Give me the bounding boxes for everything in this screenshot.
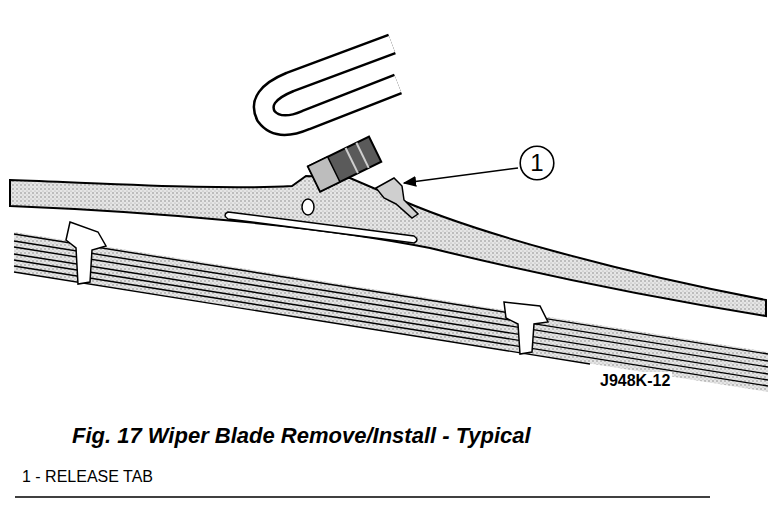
frame-slot [225, 212, 417, 243]
legend-text: 1 - RELEASE TAB [20, 468, 155, 486]
wiper-arm-hook [264, 44, 398, 125]
blade-claw [66, 222, 106, 284]
figure-code: J948K-12 [598, 372, 672, 390]
blade-frame [10, 176, 766, 316]
callout-number: 1 [530, 151, 543, 175]
blade-claw [504, 302, 548, 354]
rule-line [15, 496, 710, 498]
frame-hole [302, 199, 314, 215]
callout-circle: 1 [519, 145, 555, 181]
figure-caption: Fig. 17 Wiper Blade Remove/Install - Typ… [72, 423, 531, 449]
clip-block [308, 137, 381, 192]
rubber-element [14, 232, 768, 392]
callout-circle-shape [520, 146, 554, 180]
leader-line [404, 168, 518, 183]
release-tab [376, 178, 418, 218]
